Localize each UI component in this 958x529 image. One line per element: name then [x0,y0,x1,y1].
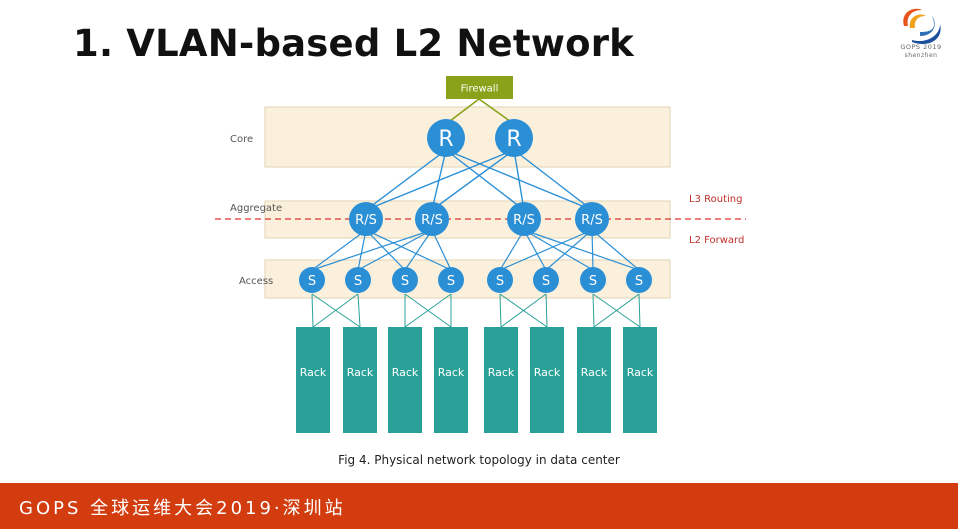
access-switch-label: S [589,274,597,289]
aggregate-access-link [591,229,594,271]
aggregate-access-link [365,229,452,271]
access-rack-links [311,293,641,328]
firewall-link [478,98,515,125]
access-switch-node [299,267,325,293]
aggregate-access-link [523,229,594,271]
rack-label: Rack [392,366,419,379]
access-rack-link [500,293,547,328]
l3-routing-label: L3 Routing [689,194,742,205]
rack-box [388,327,422,433]
core-aggregate-link [513,149,525,211]
aggregate-node-label: R/S [581,213,603,228]
aggregate-layer-label: Aggregate [230,203,282,214]
rack-box [484,327,518,433]
rack-label: Rack [488,366,515,379]
logo-brand: GOPS 2019 [900,43,942,51]
footer-bar: GOPS 全球运维大会2019·深圳站 [0,483,958,529]
l2-forward-label: L2 Forward [689,235,744,246]
aggregate-node-label: R/S [421,213,443,228]
access-rack-link [593,293,640,328]
firewall-label: Firewall [461,84,499,95]
rack-label: Rack [534,366,561,379]
access-switch-label: S [308,274,316,289]
core-layer-label: Core [230,134,253,145]
access-switch-node [392,267,418,293]
aggregate-access-link [545,229,593,271]
rack-label: Rack [627,366,654,379]
core-aggregate-links [365,149,593,211]
aggregate-access-link [523,229,640,271]
aggregate-access-links [311,229,640,271]
core-router-node [495,119,533,157]
access-rack-link [638,293,641,328]
aggregate-node [349,202,383,236]
gops-logo-icon [903,8,941,44]
access-switch-label: S [354,274,362,289]
core-aggregate-link [431,149,515,211]
aggregate-access-link [365,229,406,271]
rack-label: Rack [438,366,465,379]
core-aggregate-link [365,149,447,211]
figure-caption: Fig 4. Physical network topology in data… [338,453,620,467]
access-rack-link [545,293,548,328]
access-rack-link [312,293,359,328]
access-switch-node [438,267,464,293]
access-layer-label: Access [239,276,273,287]
aggregate-access-link [499,229,593,271]
aggregate-access-link [357,229,367,271]
access-switch-label: S [401,274,409,289]
core-aggregate-link [365,149,515,211]
slide-title: 1. VLAN-based L2 Network [73,22,634,65]
aggregate-node-label: R/S [513,213,535,228]
aggregate-access-link [311,229,367,271]
access-switch-node [345,267,371,293]
firewall-box [446,76,513,99]
aggregate-access-link [357,229,433,271]
access-switch-node [487,267,513,293]
aggregate-node-label: R/S [355,213,377,228]
rack-label: Rack [347,366,374,379]
aggregate-node [415,202,449,236]
rack-box [530,327,564,433]
rack-label: Rack [300,366,327,379]
aggregate-node [507,202,541,236]
access-switch-label: S [542,274,550,289]
aggregate-access-link [431,229,452,271]
aggregate-access-link [311,229,433,271]
access-switch-label: S [635,274,643,289]
core-aggregate-link [513,149,593,211]
aggregate-node [575,202,609,236]
access-switch-node [533,267,559,293]
core-router-label: R [506,127,521,152]
rack-box [296,327,330,433]
aggregate-access-link [499,229,525,271]
aggregate-access-link [404,229,433,271]
access-switch-label: S [447,274,455,289]
logo-city: shenzhen [904,52,938,59]
access-rack-link [499,293,502,328]
aggregate-access-link [591,229,640,271]
rack-label: Rack [581,366,608,379]
rack-box [434,327,468,433]
access-rack-link [357,293,361,328]
rack-box [343,327,377,433]
core-layer-band [264,106,671,168]
access-rack-link [311,293,314,328]
rack-box [623,327,657,433]
aggregate-access-link [523,229,547,271]
access-switch-label: S [496,274,504,289]
access-rack-link [592,293,595,328]
network-topology-diagram: Core Aggregate Access [215,76,746,433]
core-router-label: R [438,127,453,152]
access-switch-node [580,267,606,293]
core-aggregate-link [445,149,525,211]
access-switch-node [626,267,652,293]
footer-text: GOPS 全球运维大会2019·深圳站 [19,498,346,519]
core-router-node [427,119,465,157]
rack-box [577,327,611,433]
access-rack-link [404,293,452,328]
